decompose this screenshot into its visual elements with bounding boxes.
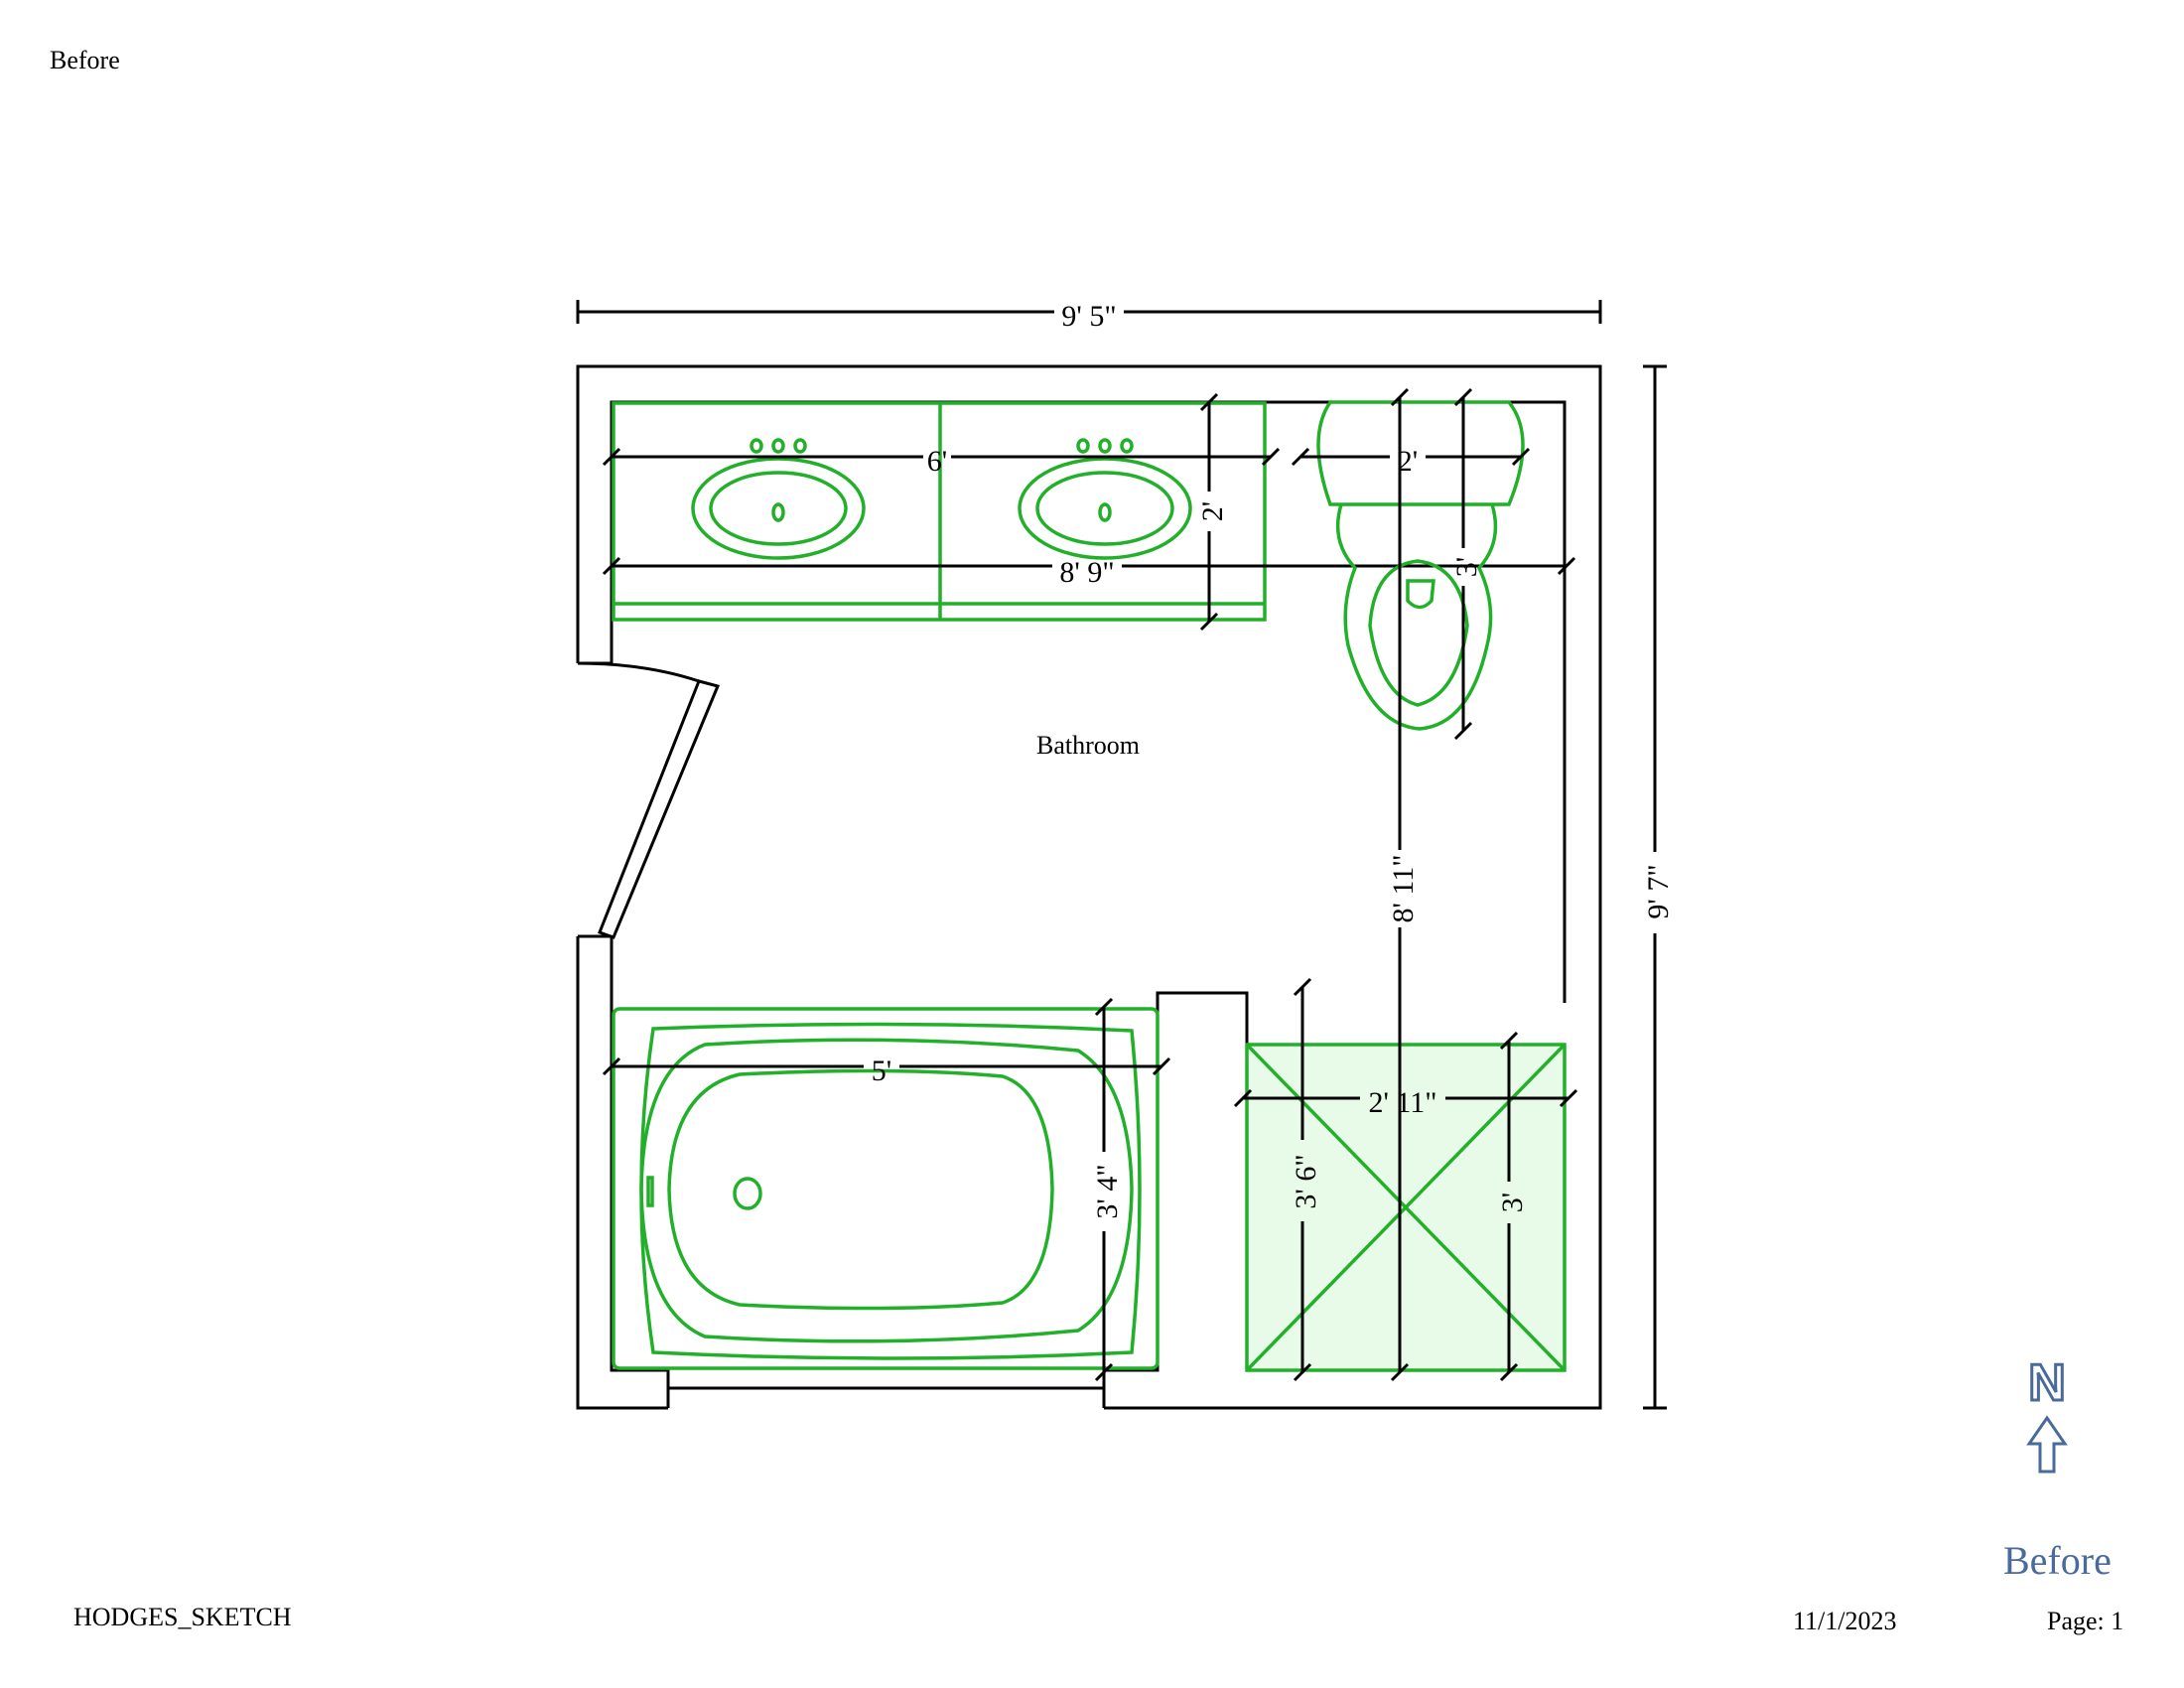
footer-date: 11/1/2023	[1793, 1607, 1897, 1635]
north-arrow-icon: N	[2026, 1353, 2068, 1474]
door	[577, 661, 721, 939]
vanity-depth-label: 2'	[1196, 501, 1229, 521]
tub-width-label: 3' 4"	[1091, 1164, 1124, 1218]
shower-depth-left-dimension: 3' 6"	[1290, 977, 1322, 1382]
sink-right	[1018, 438, 1192, 560]
overall-width-label: 9' 5"	[1061, 300, 1116, 333]
tub-width-dimension: 3' 4"	[1091, 997, 1124, 1382]
toilet-depth-label: 3'	[1450, 557, 1483, 577]
double-vanity	[612, 401, 1267, 622]
sink-left	[691, 438, 866, 560]
overall-depth-dimension: 9' 7"	[1642, 364, 1675, 1410]
compass-letter: N	[2028, 1354, 2066, 1412]
back-wall-run-label: 8' 9"	[1059, 556, 1114, 589]
footer-sketch-name: HODGES_SKETCH	[73, 1603, 292, 1631]
vanity-length-dimension: 6'	[602, 445, 1281, 478]
header-label: Before	[50, 46, 120, 74]
toilet-width-dimension: 2'	[1291, 445, 1531, 478]
tub-length-dimension: 5'	[602, 1055, 1171, 1087]
walls	[576, 364, 1602, 1410]
tub-length-label: 5'	[872, 1055, 891, 1087]
side-run-dimension: 8' 11"	[1387, 387, 1420, 1382]
compass-label: Before	[2003, 1538, 2112, 1583]
shower-depth-right-label: 3'	[1496, 1193, 1529, 1212]
vanity-length-label: 6'	[927, 445, 947, 478]
shower-depth-right-dimension: 3'	[1496, 1031, 1529, 1382]
shower-width-label: 2' 11"	[1368, 1086, 1436, 1119]
room-name: Bathroom	[1036, 731, 1140, 760]
footer-page-number: Page: 1	[2047, 1607, 2124, 1635]
overall-depth-label: 9' 7"	[1642, 864, 1675, 918]
toilet	[1316, 400, 1525, 731]
overall-width-dimension: 9' 5"	[576, 300, 1602, 333]
back-wall-run-dimension: 8' 9"	[602, 556, 1576, 589]
toilet-depth-dimension: 3'	[1450, 387, 1483, 741]
vanity-depth-dimension: 2'	[1196, 392, 1229, 632]
shower-depth-left-label: 3' 6"	[1290, 1154, 1322, 1208]
toilet-width-label: 2'	[1398, 445, 1418, 478]
side-run-label: 8' 11"	[1387, 854, 1420, 922]
bathtub	[612, 1007, 1160, 1370]
